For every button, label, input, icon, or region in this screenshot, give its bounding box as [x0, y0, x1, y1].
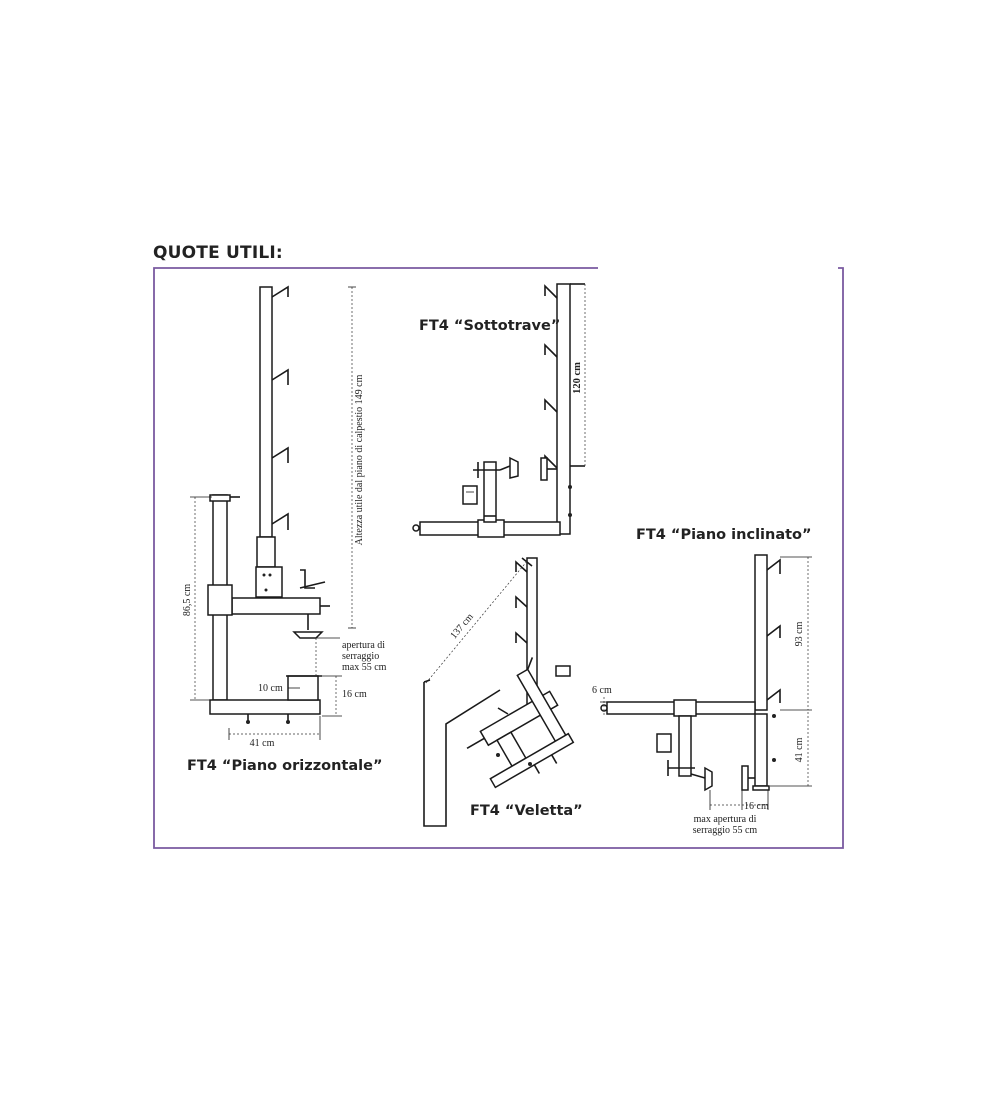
dim-label-opening-3: max 55 cm — [342, 662, 387, 673]
dim-label-opening-b2: serraggio 55 cm — [693, 825, 758, 836]
dim-label-opening-2: serraggio — [342, 651, 379, 662]
dim-label-149: Altezza utile dal piano di calpestio 149… — [354, 374, 365, 545]
dim-label-86: 86,5 cm — [182, 584, 193, 616]
upright-post — [754, 554, 768, 711]
rail-hook — [766, 688, 781, 703]
view-veletta: 137 cm FT4 “Veletta” — [423, 557, 583, 827]
caption-piano-inclinato: FT4 “Piano inclinato” — [636, 527, 812, 543]
rail-hook — [544, 398, 558, 413]
upright-post — [259, 286, 273, 538]
dim-label-137: 137 cm — [448, 611, 476, 641]
dim-label-41b: 41 cm — [794, 737, 805, 762]
base-bar — [209, 699, 321, 715]
dim-label-93: 93 cm — [794, 621, 805, 646]
rail-hook — [271, 512, 289, 530]
dim-label-16: 16 cm — [342, 689, 367, 700]
horizontal-arm — [231, 597, 321, 615]
rail-hook — [766, 558, 781, 574]
rail-hook — [271, 446, 289, 463]
view-piano-orizzontale: Altezza utile dal piano di calpestio 149… — [182, 285, 387, 774]
view-sottotrave: 120 cm FT4 “Sottotrave” — [412, 283, 586, 538]
caption-piano-orizzontale: FT4 “Piano orizzontale” — [187, 758, 382, 774]
lower-post — [754, 713, 768, 787]
rail-hook — [544, 284, 558, 299]
rail-hook — [766, 624, 781, 638]
inner-post — [483, 461, 497, 523]
rail-hook — [271, 285, 289, 298]
dim-label-opening-1: apertura di — [342, 640, 385, 651]
dim-line-137 — [425, 559, 529, 684]
caption-veletta: FT4 “Veletta” — [470, 803, 583, 819]
frame-border — [153, 267, 844, 849]
upright-post — [556, 283, 571, 535]
parapet-shape — [423, 682, 501, 827]
inner-post — [678, 715, 692, 777]
rail-hook — [544, 343, 558, 358]
mount-plate — [255, 566, 283, 598]
page-heading: QUOTE UTILI: — [153, 243, 283, 263]
view-piano-inclinato: 6 cm 93 cm 41 cm 16 cm max apertura di s… — [592, 527, 812, 836]
dim-label-16b: 16 cm — [744, 801, 769, 812]
dim-label-opening-b1: max apertura di — [694, 814, 757, 825]
dim-label-120: 120 cm — [572, 362, 583, 394]
column-sleeve — [256, 536, 276, 568]
caption-sottotrave: FT4 “Sottotrave” — [419, 318, 560, 334]
rail-hook — [271, 368, 289, 385]
dim-label-10: 10 cm — [258, 683, 283, 694]
clamp-pad — [292, 631, 324, 639]
dim-label-6: 6 cm — [592, 685, 612, 696]
dim-label-41: 41 cm — [250, 738, 275, 749]
